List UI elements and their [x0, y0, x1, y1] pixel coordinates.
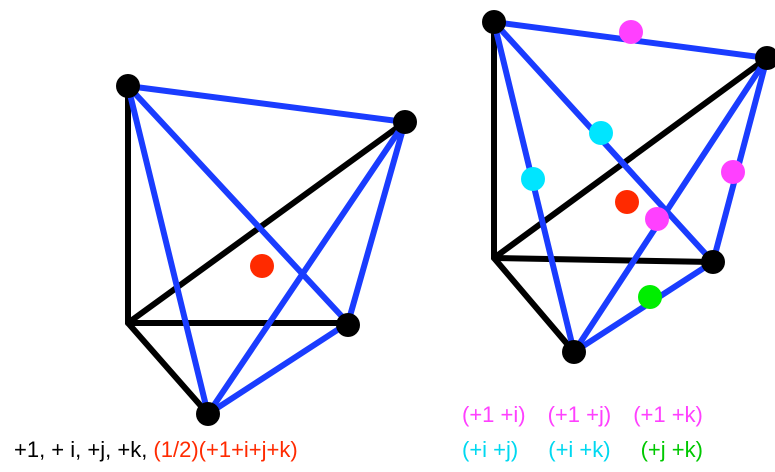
right-midpoint-cyan-upper: [589, 121, 613, 145]
right-label-1-k: (+1 +k): [633, 402, 703, 427]
right-edge-blue-4: [571, 55, 770, 355]
right-midpoint-green: [638, 285, 662, 309]
left-edge-blue-5: [205, 320, 351, 417]
right-edge-blue-3: [710, 55, 770, 265]
right-edge-black-long-diagonal: [491, 55, 770, 261]
right-vertex-mid-right: [701, 250, 725, 274]
right-centroid-point: [615, 190, 639, 214]
right-vertex-top-left: [482, 10, 506, 34]
left-caption: +1, + i, +j, +k, (1/2)(+1+i+j+k): [14, 437, 298, 463]
right-label-1-j: (+1 +j): [547, 402, 612, 427]
right-tetrahedron: [482, 10, 775, 364]
right-label-i-j: (+i +j): [462, 437, 519, 462]
left-edge-black-long-diagonal: [125, 119, 408, 326]
right-vertex-right: [755, 46, 775, 70]
left-vertex-right: [393, 110, 417, 134]
left-vertex-bottom: [196, 402, 220, 426]
left-edge-blue-top: [125, 83, 408, 125]
left-caption-center: (1/2)(+1+i+j+k): [153, 437, 298, 462]
left-edge-blue-2: [125, 83, 211, 417]
right-midpoint-magenta-top: [619, 20, 643, 44]
left-edge-blue-1: [125, 83, 351, 326]
right-midpoint-cyan-left: [521, 167, 545, 191]
right-midpoint-magenta-right: [721, 160, 745, 184]
left-edge-black-lower-diagonal: [125, 320, 211, 417]
left-edge-blue-4: [205, 119, 408, 417]
right-labels-row1: (+1 +i) (+1 +j) (+1 +k): [462, 402, 703, 428]
right-midpoint-magenta-center: [645, 207, 669, 231]
left-caption-basis: +1, + i, +j, +k,: [14, 437, 154, 462]
right-label-i-k: (+i +k): [548, 437, 611, 462]
right-label-j-k: (+j +k): [640, 437, 703, 462]
left-centroid-point: [250, 254, 274, 278]
right-edge-black-lower-diagonal: [491, 255, 577, 355]
right-label-1-i: (+1 +i): [462, 402, 526, 427]
right-edge-black-bottom-horizontal: [491, 255, 716, 265]
right-labels-row2: (+i +j) (+i +k) (+j +k): [462, 437, 703, 463]
left-edge-blue-3: [345, 119, 408, 326]
right-vertex-bottom: [562, 340, 586, 364]
left-vertex-top-left: [116, 74, 140, 98]
left-vertex-mid-right: [336, 313, 360, 337]
left-tetrahedron: [116, 74, 417, 426]
